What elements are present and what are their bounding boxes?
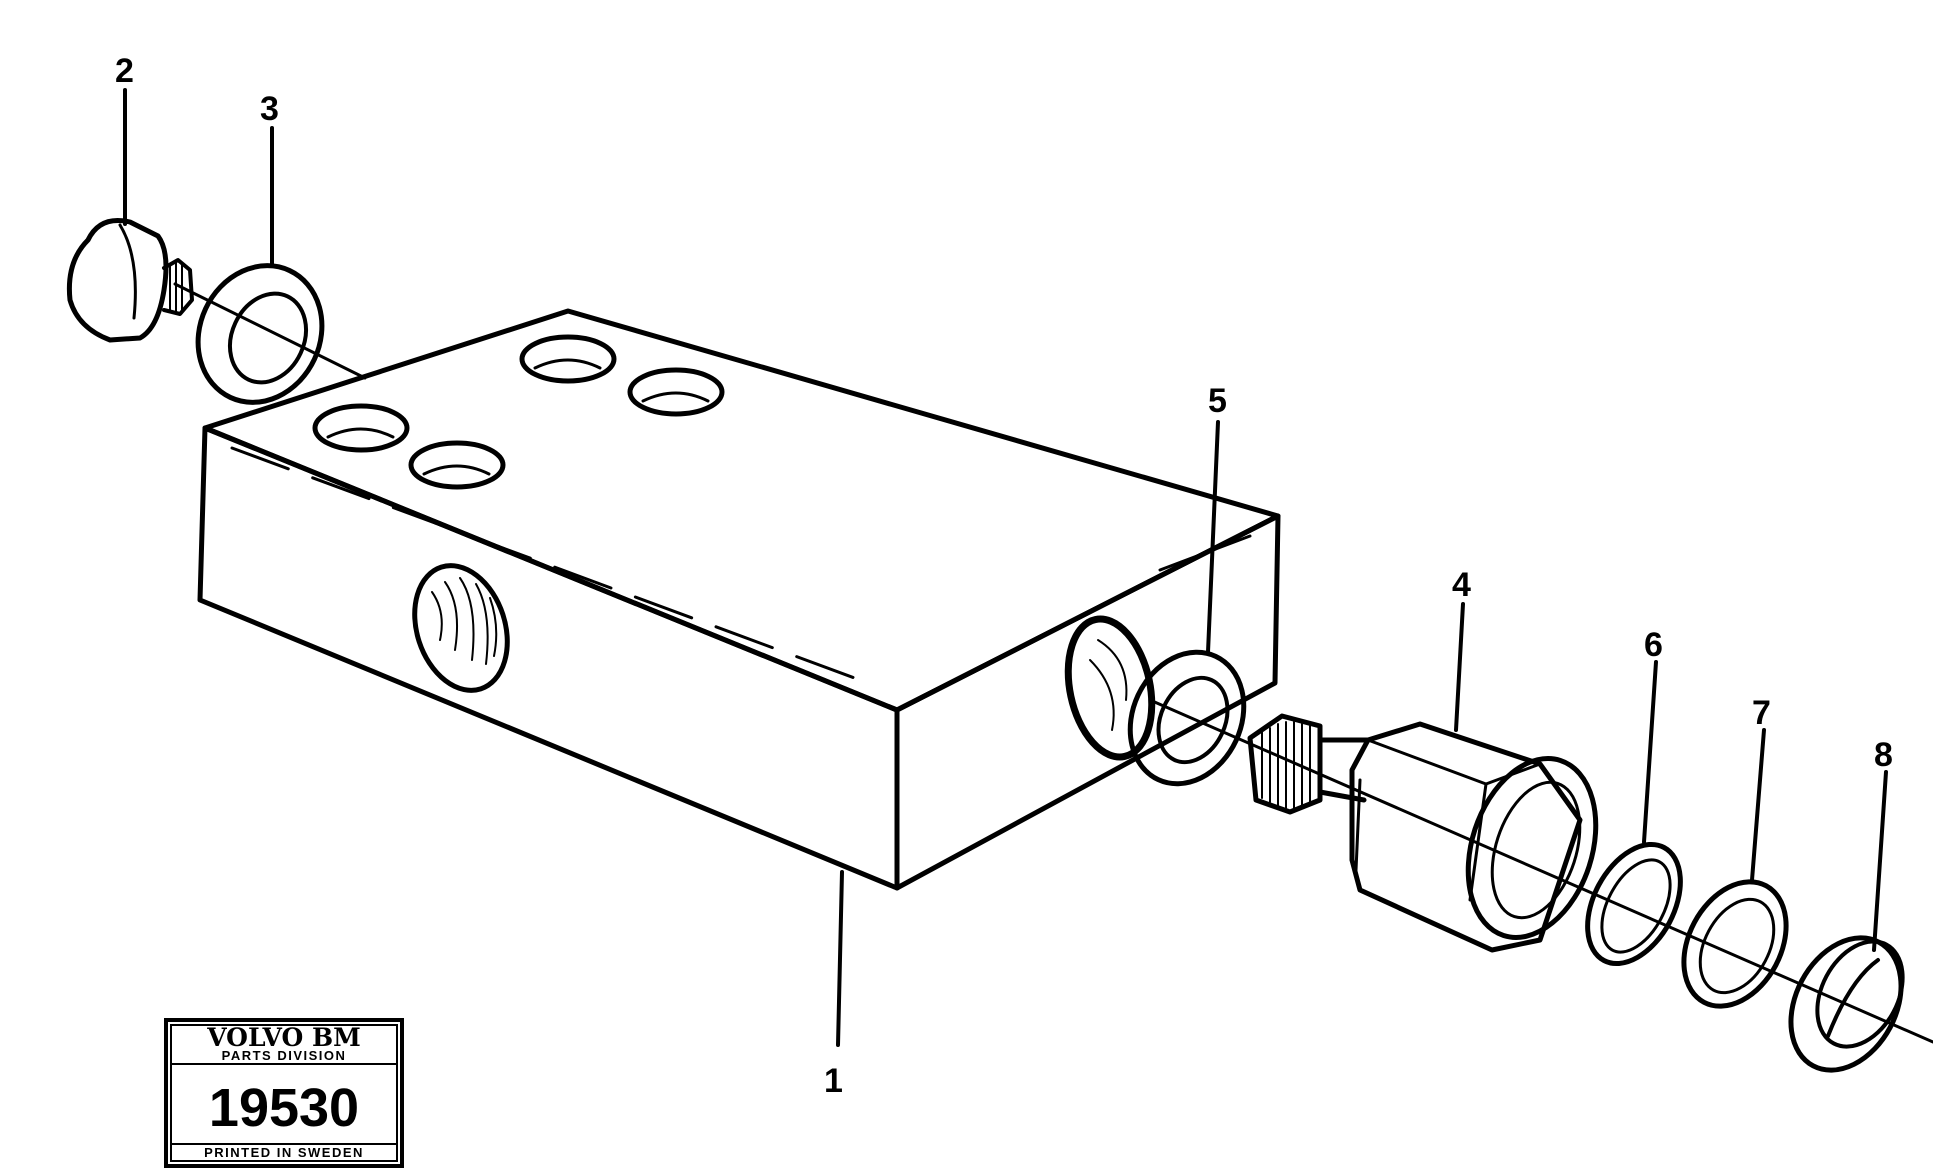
part-3-washer xyxy=(195,263,325,405)
parts-division-stamp: VOLVO BM PARTS DIVISION 19530 PRINTED IN… xyxy=(164,1018,404,1168)
callout-3: 3 xyxy=(260,90,279,128)
callout-5: 5 xyxy=(1208,382,1227,420)
stamp-brand: VOLVO BM xyxy=(206,1023,361,1052)
stamp-division: PARTS DIVISION xyxy=(222,1048,347,1063)
top-port xyxy=(627,367,725,417)
stamp-footer: PRINTED IN SWEDEN xyxy=(204,1145,364,1160)
part-8-cap xyxy=(1788,935,1905,1073)
side-port xyxy=(1064,615,1156,761)
part-2-plug xyxy=(66,218,194,343)
callout-1: 1 xyxy=(824,1062,843,1100)
assembly-axis xyxy=(173,282,1933,1044)
part-4-adapter-fitting xyxy=(1247,713,1599,953)
callout-8: 8 xyxy=(1874,736,1893,774)
callout-4: 4 xyxy=(1452,566,1471,604)
part-1-valve-block xyxy=(197,308,1281,891)
part-7-ring xyxy=(1681,879,1789,1009)
callout-7: 7 xyxy=(1752,694,1771,732)
front-threaded-port xyxy=(412,563,510,693)
part-6-ring xyxy=(1585,841,1683,967)
callout-labels: 1 2 3 4 5 6 7 8 xyxy=(115,52,1893,1100)
top-port xyxy=(312,403,410,453)
leader-lines xyxy=(123,88,1888,1047)
callout-2: 2 xyxy=(115,52,134,90)
callout-6: 6 xyxy=(1644,626,1663,664)
top-port xyxy=(519,334,617,384)
part-5-washer xyxy=(1127,649,1247,787)
stamp-number: 19530 xyxy=(209,1078,359,1138)
top-port xyxy=(408,440,506,490)
